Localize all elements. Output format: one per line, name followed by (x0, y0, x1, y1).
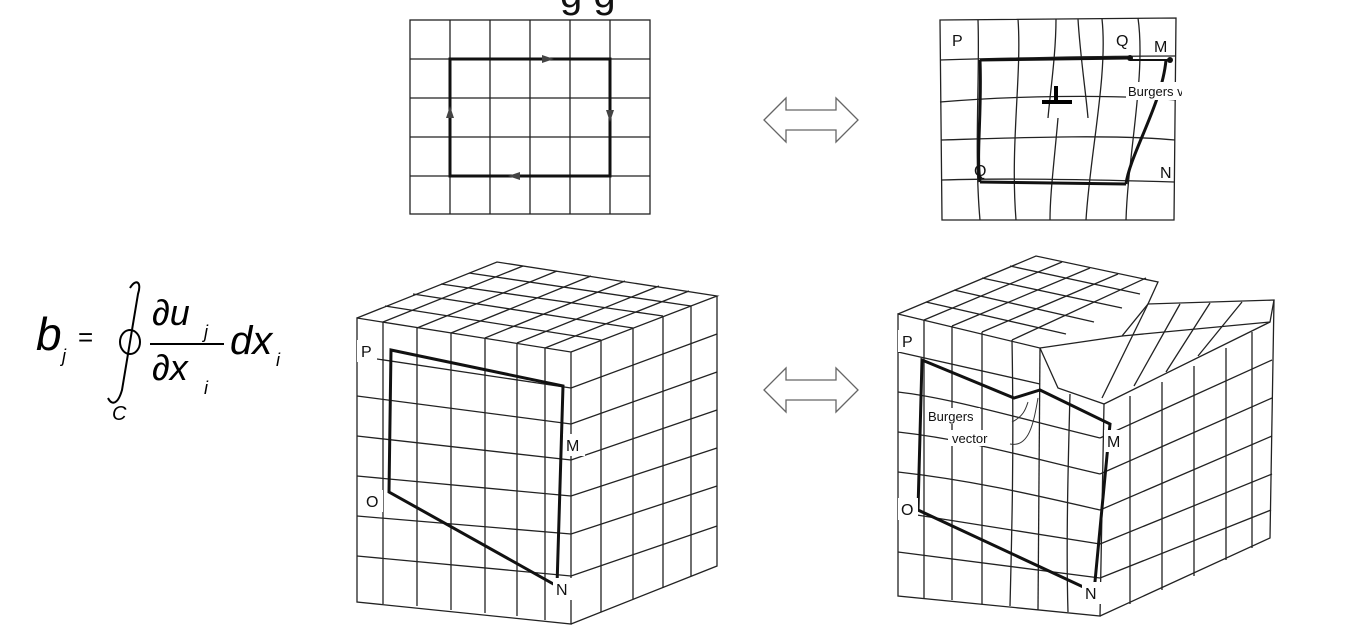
eq-dx: dx (230, 319, 274, 363)
circuit-node-q (1127, 55, 1133, 61)
label-p-3d: P (361, 344, 372, 361)
dislocated-lattice-2d: P Q M Q N Burgers vector (939, 17, 1182, 221)
label-n-3d: N (556, 582, 568, 599)
title-fragment: g g (560, 0, 616, 17)
perfect-lattice-2d (409, 19, 651, 215)
label-o-3d-disl: O (901, 502, 913, 519)
eq-lhs-b: b (36, 308, 62, 360)
burgers-label-line2: vector (952, 431, 988, 446)
dislocation-symbol (1042, 86, 1072, 104)
crystal-3d-perfect (356, 261, 720, 625)
eq-num-sub: j (201, 322, 209, 342)
burgers-vector-label-bg (1126, 82, 1182, 100)
circuit-node-m (1167, 57, 1173, 63)
eq-numerator: ∂u (152, 292, 190, 333)
label-p: P (952, 33, 963, 50)
dislocated-lattice-3d: P M O N Burgers vector (897, 255, 1275, 617)
grid-2d-distorted (939, 17, 1177, 221)
circuit-arrows (446, 55, 614, 180)
label-q-top: Q (1116, 33, 1128, 50)
burgers-circuit-3d-closed (387, 348, 565, 589)
label-m-3d-disl: M (1107, 434, 1120, 451)
equivalence-arrow-top (763, 96, 859, 144)
label-q-bottom: Q (974, 163, 986, 180)
label-n-3d-disl: N (1085, 586, 1097, 603)
eq-den-sub: i (204, 378, 209, 398)
crystal-3d-distorted (897, 255, 1275, 617)
burgers-label-line1: Burgers (928, 409, 974, 424)
burgers-vector-label: Burgers vector (1128, 84, 1182, 99)
eq-lhs-sub: j (59, 346, 67, 366)
label-n: N (1160, 165, 1172, 182)
label-m-3d: M (566, 438, 579, 455)
eq-denominator: ∂x (152, 347, 190, 388)
equivalence-arrow-bottom (763, 366, 859, 414)
burgers-circuit-3d-open (916, 357, 1112, 595)
burgers-equation: b j = C ∂u j ∂x i dx i (36, 281, 281, 425)
integral-sign (107, 281, 141, 404)
label-o-3d: O (366, 494, 378, 511)
burgers-circuit-open (977, 56, 1168, 186)
eq-equals: = (78, 322, 93, 352)
contour-circle (119, 329, 141, 355)
eq-contour-c: C (112, 403, 127, 425)
grid-2d-perfect (409, 19, 651, 215)
eq-dx-sub: i (276, 350, 281, 370)
burgers-vector-callout (1009, 397, 1039, 445)
label-m: M (1154, 39, 1167, 56)
perfect-lattice-3d: P M O N (356, 261, 720, 625)
label-p-3d-disl: P (902, 334, 913, 351)
